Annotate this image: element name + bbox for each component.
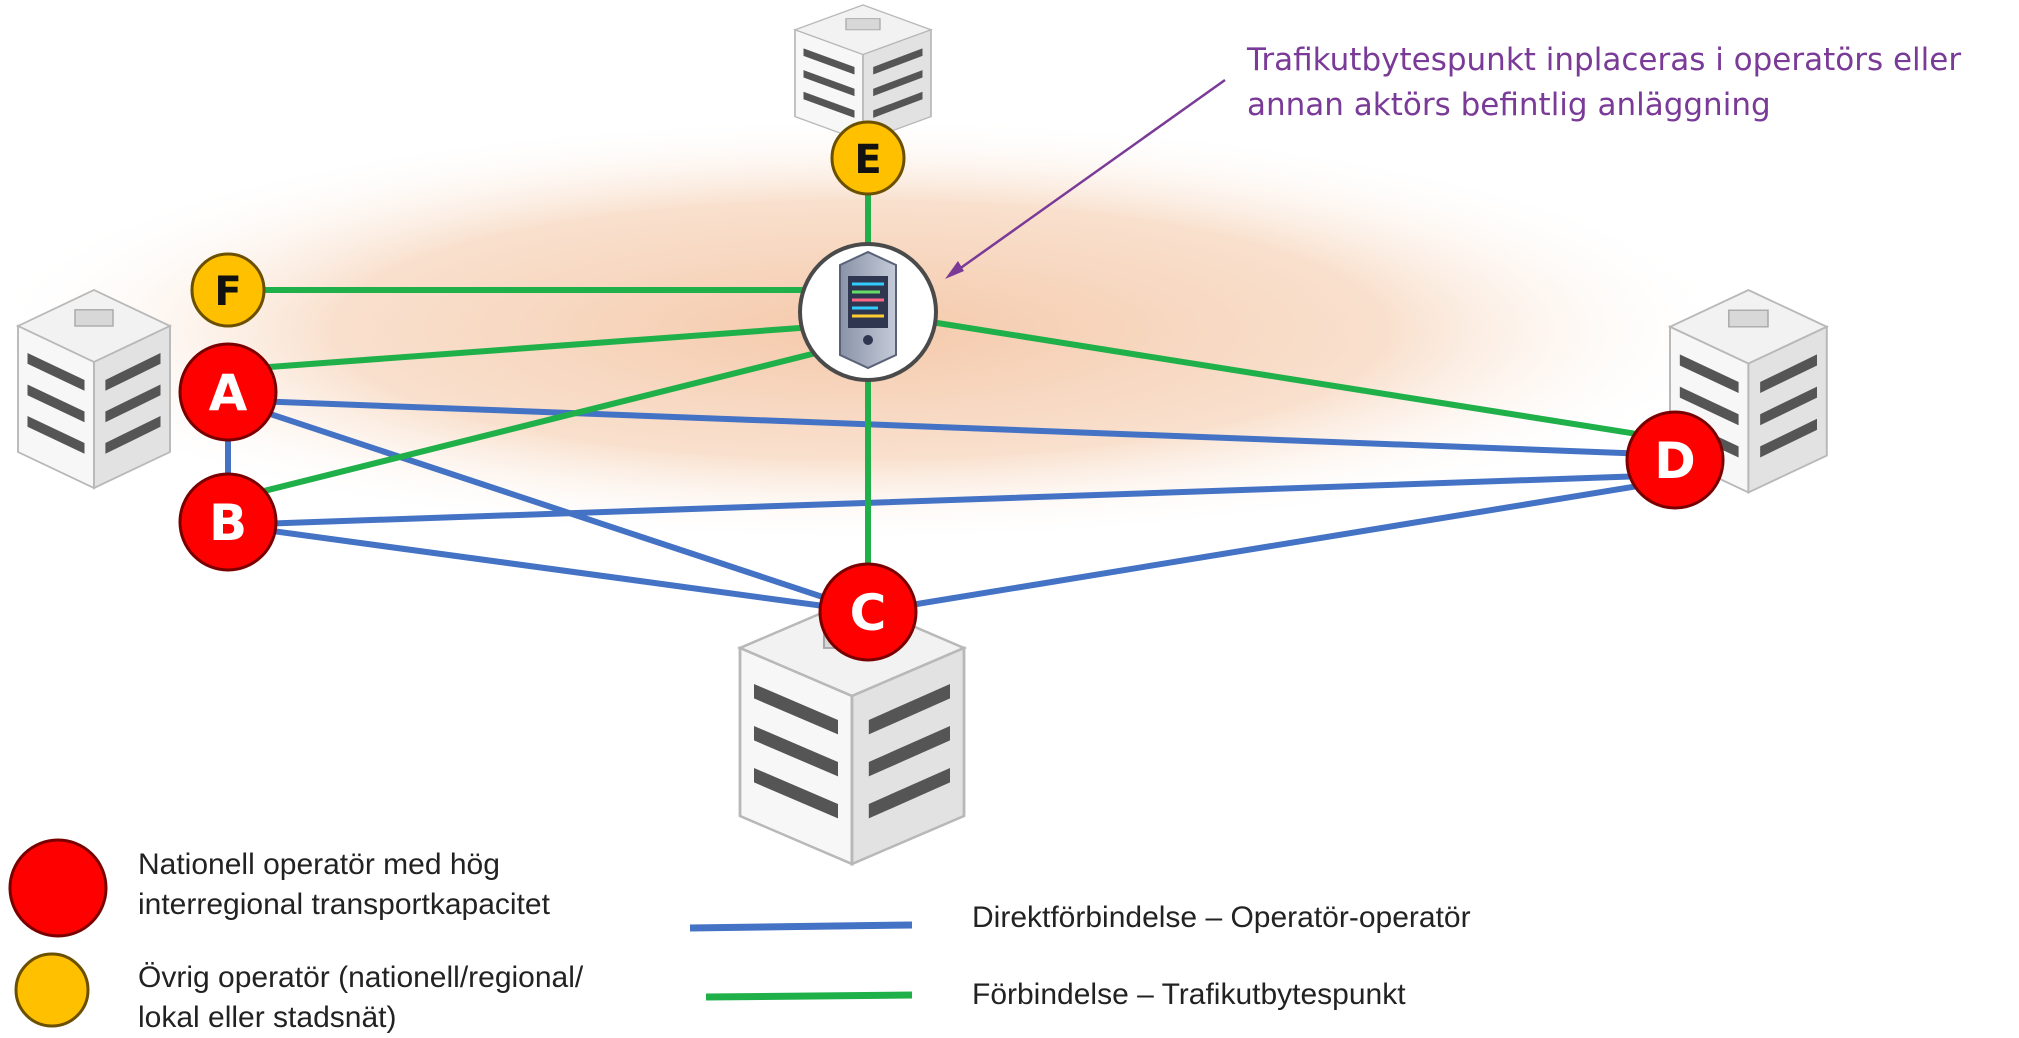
callout-line-1: Trafikutbytespunkt inplaceras i operatör… xyxy=(1247,42,1962,78)
node-f: F xyxy=(190,252,266,328)
legend-other-line-1: Övrig operatör (nationell/regional/ xyxy=(138,961,584,994)
node-label-e: E xyxy=(854,137,881,183)
legend-other-swatch xyxy=(14,952,90,1028)
exchange-link-a xyxy=(225,320,871,373)
legend-exchange-label: Förbindelse – Trafikutbytespunkt xyxy=(972,978,1406,1011)
legend-direct-label: Direktförbindelse – Operatör-operatör xyxy=(972,901,1471,934)
direct-link-a-c xyxy=(225,397,871,615)
exchange-link-b xyxy=(225,337,871,503)
direct-link-c-d xyxy=(865,477,1678,615)
legend-national-line-2: interregional transportkapacitet xyxy=(138,888,550,921)
node-label-f: F xyxy=(214,269,241,315)
legend-national-label: Nationell operatör med hög interregional… xyxy=(138,845,550,925)
node-label-c: C xyxy=(850,584,887,642)
node-e: E xyxy=(830,120,906,196)
callout-arrow xyxy=(945,78,1226,279)
legend-other-label: Övrig operatör (nationell/regional/ loka… xyxy=(138,958,583,1038)
node-label-a: A xyxy=(209,364,248,422)
node-label-b: B xyxy=(209,494,247,552)
node-a: A xyxy=(178,342,278,442)
direct-link-b-c xyxy=(225,522,871,615)
legend-other-line-2: lokal eller stadsnät) xyxy=(138,1001,397,1034)
direct-link-b-d xyxy=(225,472,1678,528)
node-d: D xyxy=(1625,410,1725,510)
legend-national-swatch xyxy=(8,838,108,938)
node-b: B xyxy=(178,472,278,572)
exchange-point xyxy=(798,242,938,382)
legend-exchange-swatch xyxy=(705,991,913,1001)
node-c: C xyxy=(818,562,918,662)
legend-direct-swatch xyxy=(689,921,913,932)
direct-link-a-d xyxy=(225,397,1678,458)
server-rack-icon xyxy=(839,250,897,370)
exchange-point-callout: Trafikutbytespunkt inplaceras i operatör… xyxy=(1247,38,2007,128)
exchange-link-d xyxy=(865,309,1678,443)
legend-national-line-1: Nationell operatör med hög xyxy=(138,848,500,881)
callout-line-2: annan aktörs befintlig anläggning xyxy=(1247,87,1771,123)
office-building-icon-a xyxy=(17,289,171,489)
node-label-d: D xyxy=(1654,432,1696,490)
